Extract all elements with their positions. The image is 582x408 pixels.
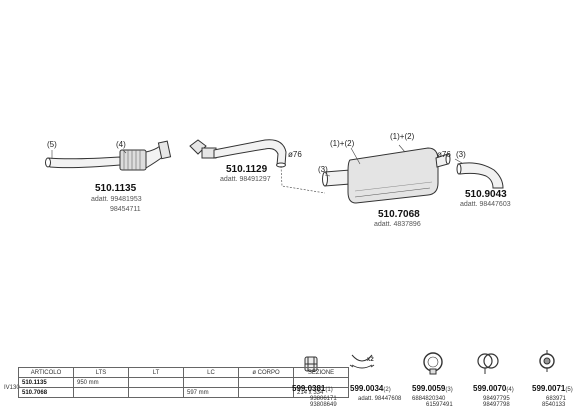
accessory-num: (5)	[565, 387, 573, 393]
accessory-code: 599.0381	[292, 384, 326, 393]
accessory-599-0071: 599.0071(5) 683971 8540133	[532, 378, 573, 408]
part-adapt-510-9043: adatt. 98447603	[460, 201, 511, 208]
accessory-ref: 6884820340	[412, 396, 446, 402]
callout-diameter-76-a: ø76	[288, 150, 302, 159]
hanger-ring-icon	[477, 353, 499, 374]
col-header-lts: LTS	[73, 367, 129, 378]
tail-pipe-510-9043	[456, 162, 504, 189]
accessory-code: 599.0034	[350, 384, 384, 393]
accessory-ref: 98497795	[483, 396, 510, 402]
table-cell	[128, 387, 184, 398]
accessory-num: (4)	[506, 387, 514, 393]
accessory-599-0381: 599.0381(1) 93806171 93808649	[292, 378, 337, 408]
front-pipe-510-1135	[45, 140, 172, 171]
callout-part-1-2-b: (1)+(2)	[390, 132, 415, 141]
accessory-code: 599.0059	[412, 384, 446, 393]
callout-part-3-a: (3)	[318, 165, 328, 174]
table-cell	[73, 387, 129, 398]
band-clamp-icon	[423, 352, 443, 375]
table-cell: 214 x 334	[293, 387, 349, 398]
accessory-num: (1)	[325, 387, 333, 393]
part-adapt-510-1129: adatt. 98491297	[220, 176, 271, 183]
accessory-599-0059: 599.0059(3) 6884820340 61597491	[412, 378, 453, 408]
table-cell	[128, 377, 184, 388]
table-cell: 510.7068	[18, 387, 74, 398]
callout-part-4: (4)	[116, 140, 126, 149]
callout-part-1-2-a: (1)+(2)	[330, 139, 355, 148]
part-code-510-9043: 510.9043	[465, 189, 507, 200]
callout-part-3-b: (3)	[456, 150, 466, 159]
accessory-code: 599.0070	[473, 384, 507, 393]
part-code-510-1135: 510.1135	[95, 183, 137, 194]
accessory-ref: 93806171	[310, 396, 337, 402]
accessory-code: 599.0071	[532, 384, 566, 393]
table-header-row: ARTICOLO LTS LT LC ø CORPO SEZIONE	[18, 367, 349, 378]
col-header-corpo: ø CORPO	[238, 367, 294, 378]
part-code-510-1129: 510.1129	[226, 164, 268, 175]
accessory-num: (3)	[445, 387, 453, 393]
accessory-ref: 8540133	[542, 402, 566, 408]
part-adapt-510-1135-b: 98454711	[110, 206, 141, 213]
col-header-articolo: ARTICOLO	[18, 367, 74, 378]
table-cell: 510.1135	[18, 377, 74, 388]
spring-icon	[349, 354, 375, 369]
part-adapt-510-7068: adatt. 4837896	[374, 221, 421, 228]
part-code-510-7068: 510.7068	[378, 209, 420, 220]
accessory-num: (2)	[383, 387, 391, 393]
table-cell	[238, 377, 294, 388]
callout-part-5: (5)	[47, 140, 57, 149]
table-cell: 597 mm	[183, 387, 239, 398]
intermediate-pipe-510-1129	[189, 139, 287, 168]
col-header-lc: LC	[183, 367, 239, 378]
spec-table: ARTICOLO LTS LT LC ø CORPO SEZIONE 510.1…	[18, 367, 349, 398]
callout-diameter-76-b: ø76	[437, 150, 451, 159]
col-header-sezione: SEZIONE	[293, 367, 349, 378]
accessory-599-0034: 599.0034(2) adatt. 98447608	[350, 378, 401, 402]
col-header-lt: LT	[128, 367, 184, 378]
table-cell	[238, 387, 294, 398]
accessory-ref: 98497798	[483, 402, 510, 408]
accessory-ref: adatt. 98447608	[358, 396, 402, 402]
muffler-510-7068	[322, 147, 451, 204]
table-cell: 950 mm	[73, 377, 129, 388]
accessory-599-0070: 599.0070(4) 98497795 98497798	[473, 378, 514, 408]
table-cell	[183, 377, 239, 388]
part-adapt-510-1135-a: adatt. 99481953	[91, 196, 142, 203]
accessory-ref: 93808649	[310, 402, 337, 408]
table-row: 510.7068 597 mm 214 x 334	[18, 387, 349, 398]
accessory-ref: 61597491	[426, 402, 453, 408]
accessory-qty: x2	[367, 357, 374, 363]
rubber-mount-icon	[539, 350, 555, 372]
model-code: IV130	[4, 385, 20, 391]
accessory-ref: 683971	[546, 396, 567, 402]
